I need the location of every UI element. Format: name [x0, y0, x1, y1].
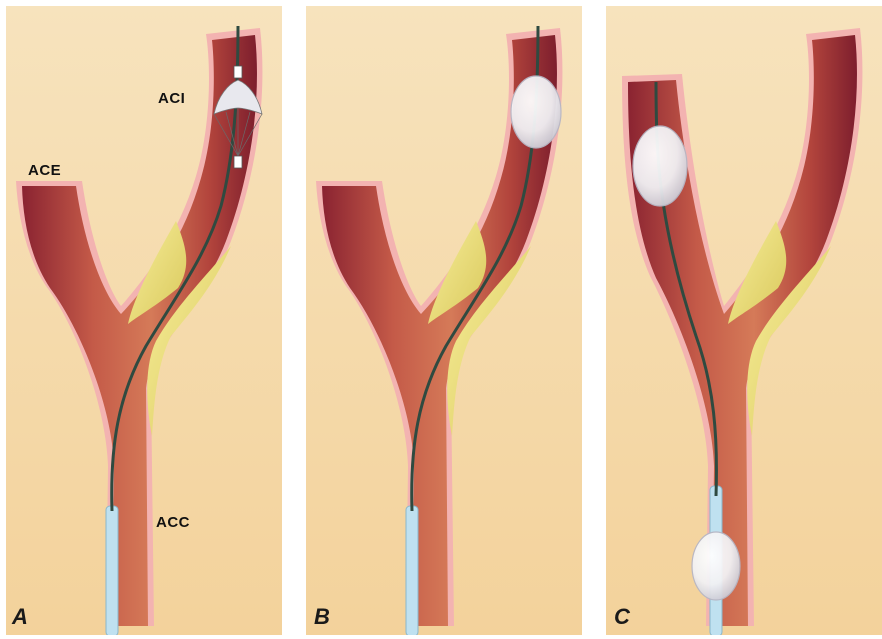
distal-occlusion-balloon: [511, 76, 561, 148]
panel-letter-a: A: [12, 604, 28, 630]
label-aci: ACI: [158, 90, 185, 107]
panel-letter-b: B: [314, 604, 330, 630]
common-carotid-balloon: [692, 532, 740, 600]
panel-letter-c: C: [614, 604, 630, 630]
label-ace: ACE: [28, 162, 61, 179]
external-carotid-balloon: [633, 126, 687, 206]
panel-c: C: [606, 6, 882, 635]
panel-c-illustration: [606, 6, 882, 635]
panel-b: B: [306, 6, 582, 635]
panel-a-illustration: [6, 6, 282, 635]
panel-b-illustration: [306, 6, 582, 635]
guide-catheter: [106, 506, 118, 635]
panel-a: ACE ACI ACC A: [6, 6, 282, 635]
guide-catheter: [406, 506, 418, 635]
label-acc: ACC: [156, 514, 190, 531]
